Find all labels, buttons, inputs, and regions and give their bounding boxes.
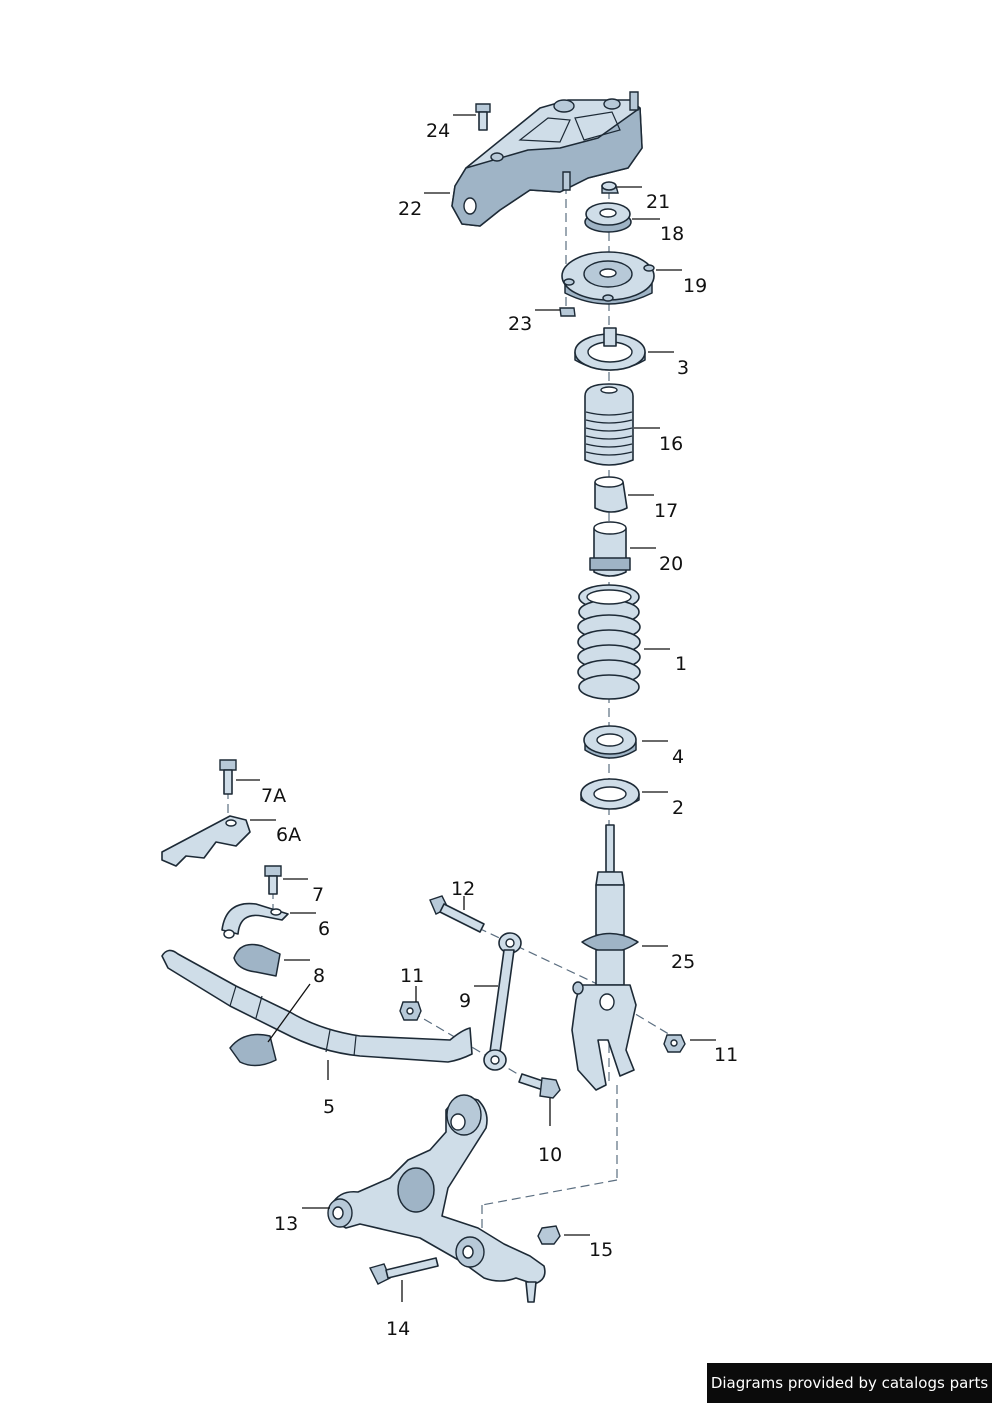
nut-11-right-icon bbox=[663, 1034, 686, 1053]
callout-19: 19 bbox=[683, 275, 707, 297]
upper-mount-bracket bbox=[451, 91, 643, 227]
callout-3: 3 bbox=[677, 357, 689, 379]
control-arm-13-icon bbox=[327, 1094, 546, 1303]
bolt-24-icon bbox=[475, 103, 491, 131]
attribution-banner: Diagrams provided by catalogs parts bbox=[707, 1363, 992, 1403]
callout-6: 6 bbox=[318, 918, 330, 940]
coil-spring-1-icon bbox=[577, 584, 641, 700]
nut-11-left-icon bbox=[399, 1001, 422, 1021]
callout-14: 14 bbox=[386, 1318, 410, 1340]
spring-isolator-4-icon bbox=[583, 725, 637, 759]
stabilizer-bar-5-icon bbox=[161, 949, 473, 1063]
bearing-18-icon bbox=[584, 202, 632, 233]
bolt-7-icon bbox=[264, 865, 282, 895]
nut-21-icon bbox=[601, 181, 619, 194]
stud-icon bbox=[562, 171, 571, 191]
callout-11-right: 11 bbox=[714, 1044, 738, 1066]
nut-15-icon bbox=[537, 1225, 561, 1245]
sleeve-20-icon bbox=[589, 521, 631, 577]
bolt-12-icon bbox=[429, 895, 485, 933]
callout-labels: 24 22 21 18 19 23 3 16 17 20 1 4 2 7A 6A… bbox=[261, 120, 738, 1340]
callout-12: 12 bbox=[451, 878, 475, 900]
callout-1: 1 bbox=[675, 653, 687, 675]
dust-boot-16-icon bbox=[584, 383, 634, 466]
callout-16: 16 bbox=[659, 433, 683, 455]
callout-22: 22 bbox=[398, 198, 422, 220]
spring-seat-2-icon bbox=[580, 778, 640, 810]
callout-20: 20 bbox=[659, 553, 683, 575]
callout-18: 18 bbox=[660, 223, 684, 245]
stabilizer-link-9-icon bbox=[483, 932, 522, 1071]
callout-25: 25 bbox=[671, 951, 695, 973]
bolt-14-icon bbox=[368, 1257, 439, 1285]
callout-17: 17 bbox=[654, 500, 678, 522]
bushing-8-lower-icon bbox=[229, 1033, 277, 1067]
callout-24: 24 bbox=[426, 120, 450, 142]
bolt-10-icon bbox=[518, 1073, 561, 1099]
callout-2: 2 bbox=[672, 797, 684, 819]
callout-23: 23 bbox=[508, 313, 532, 335]
callout-5: 5 bbox=[323, 1096, 335, 1118]
callout-7: 7 bbox=[312, 884, 324, 906]
bushing-8-upper-icon bbox=[233, 943, 281, 977]
callout-7a: 7A bbox=[261, 785, 286, 807]
shock-absorber-25-icon bbox=[571, 824, 639, 1091]
callout-11-left: 11 bbox=[400, 965, 424, 987]
leader-lines bbox=[236, 114, 716, 1302]
callout-15: 15 bbox=[589, 1239, 613, 1261]
callout-10: 10 bbox=[538, 1144, 562, 1166]
bolt-7a-icon bbox=[219, 759, 237, 795]
callout-6a: 6A bbox=[276, 824, 301, 846]
clamp-6-icon bbox=[221, 902, 289, 939]
attribution-text: Diagrams provided by catalogs parts bbox=[710, 1374, 989, 1392]
callout-21: 21 bbox=[646, 191, 670, 213]
nut-23-icon bbox=[559, 307, 576, 317]
strut-mount-19-icon bbox=[561, 251, 655, 305]
callout-8: 8 bbox=[313, 965, 325, 987]
bump-stop-17-icon bbox=[594, 476, 628, 513]
callout-9: 9 bbox=[459, 990, 471, 1012]
callout-4: 4 bbox=[672, 746, 684, 768]
bracket-6a-icon bbox=[161, 815, 251, 867]
callout-13: 13 bbox=[274, 1213, 298, 1235]
spring-seat-3-icon bbox=[574, 327, 646, 371]
